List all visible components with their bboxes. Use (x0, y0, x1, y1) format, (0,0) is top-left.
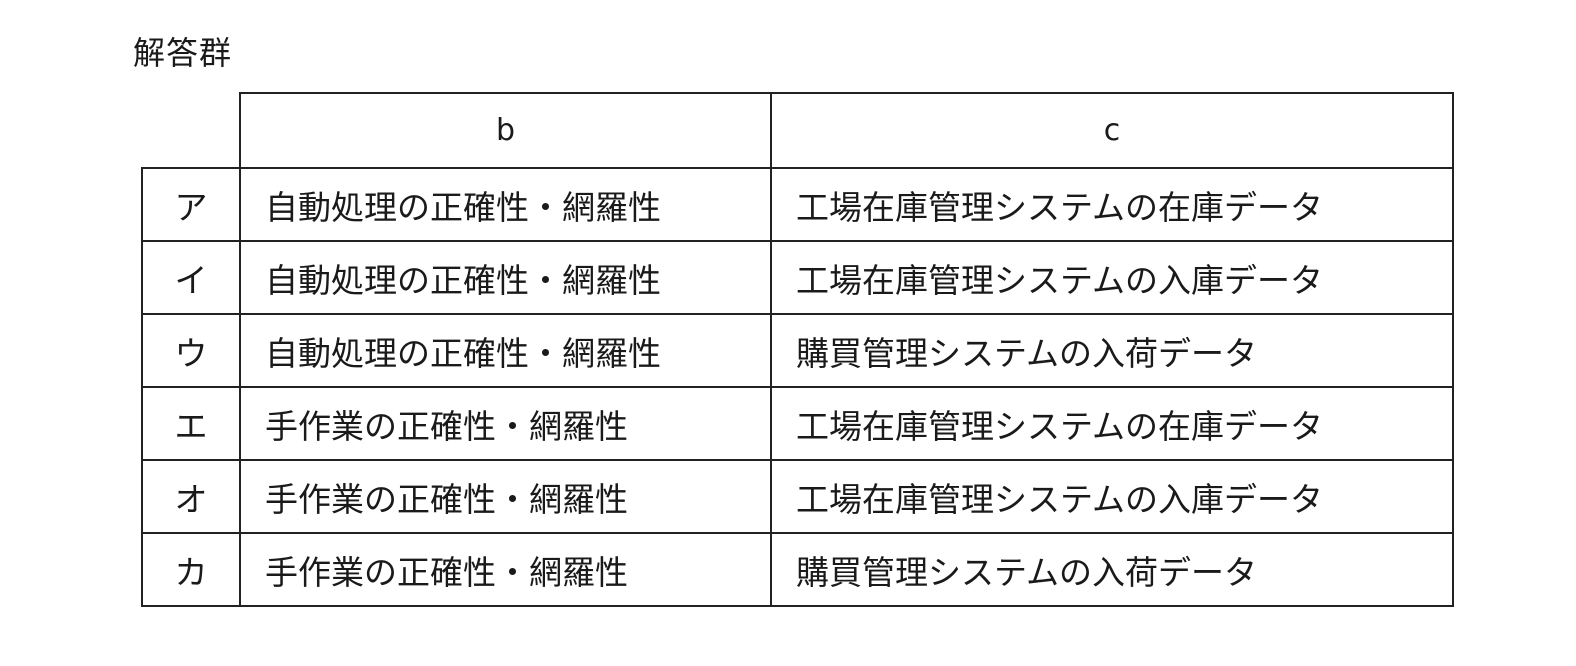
header-c: c (770, 92, 1454, 169)
cell-c: 購買管理システムの入荷データ (770, 532, 1454, 607)
cell-b: 手作業の正確性・網羅性 (239, 459, 772, 534)
cell-b: 手作業の正確性・網羅性 (239, 386, 772, 461)
cell-c: 工場在庫管理システムの在庫データ (770, 386, 1454, 461)
table-row: ア 自動処理の正確性・網羅性 工場在庫管理システムの在庫データ (141, 167, 1454, 242)
table-row: オ 手作業の正確性・網羅性 工場在庫管理システムの入庫データ (141, 459, 1454, 534)
option-label: エ (141, 386, 241, 461)
header-empty-cell (142, 93, 241, 169)
option-label: カ (141, 532, 241, 607)
cell-c: 工場在庫管理システムの入庫データ (770, 459, 1454, 534)
answer-table: b c ア 自動処理の正確性・網羅性 工場在庫管理システムの在庫データ イ 自動… (141, 92, 1454, 607)
answer-group-title: 解答群 (133, 34, 233, 72)
cell-c: 工場在庫管理システムの入庫データ (770, 240, 1454, 315)
cell-c: 工場在庫管理システムの在庫データ (770, 167, 1454, 242)
table-row: エ 手作業の正確性・網羅性 工場在庫管理システムの在庫データ (141, 386, 1454, 461)
option-label: ウ (141, 313, 241, 388)
cell-b: 自動処理の正確性・網羅性 (239, 313, 772, 388)
cell-b: 自動処理の正確性・網羅性 (239, 167, 772, 242)
table-row: イ 自動処理の正確性・網羅性 工場在庫管理システムの入庫データ (141, 240, 1454, 315)
cell-c: 購買管理システムの入荷データ (770, 313, 1454, 388)
option-label: イ (141, 240, 241, 315)
table-header-row: b c (142, 92, 1454, 169)
cell-b: 手作業の正確性・網羅性 (239, 532, 772, 607)
cell-b: 自動処理の正確性・網羅性 (239, 240, 772, 315)
table-row: ウ 自動処理の正確性・網羅性 購買管理システムの入荷データ (141, 313, 1454, 388)
option-label: ア (141, 167, 241, 242)
header-b: b (239, 92, 772, 169)
table-row: カ 手作業の正確性・網羅性 購買管理システムの入荷データ (141, 532, 1454, 607)
option-label: オ (141, 459, 241, 534)
